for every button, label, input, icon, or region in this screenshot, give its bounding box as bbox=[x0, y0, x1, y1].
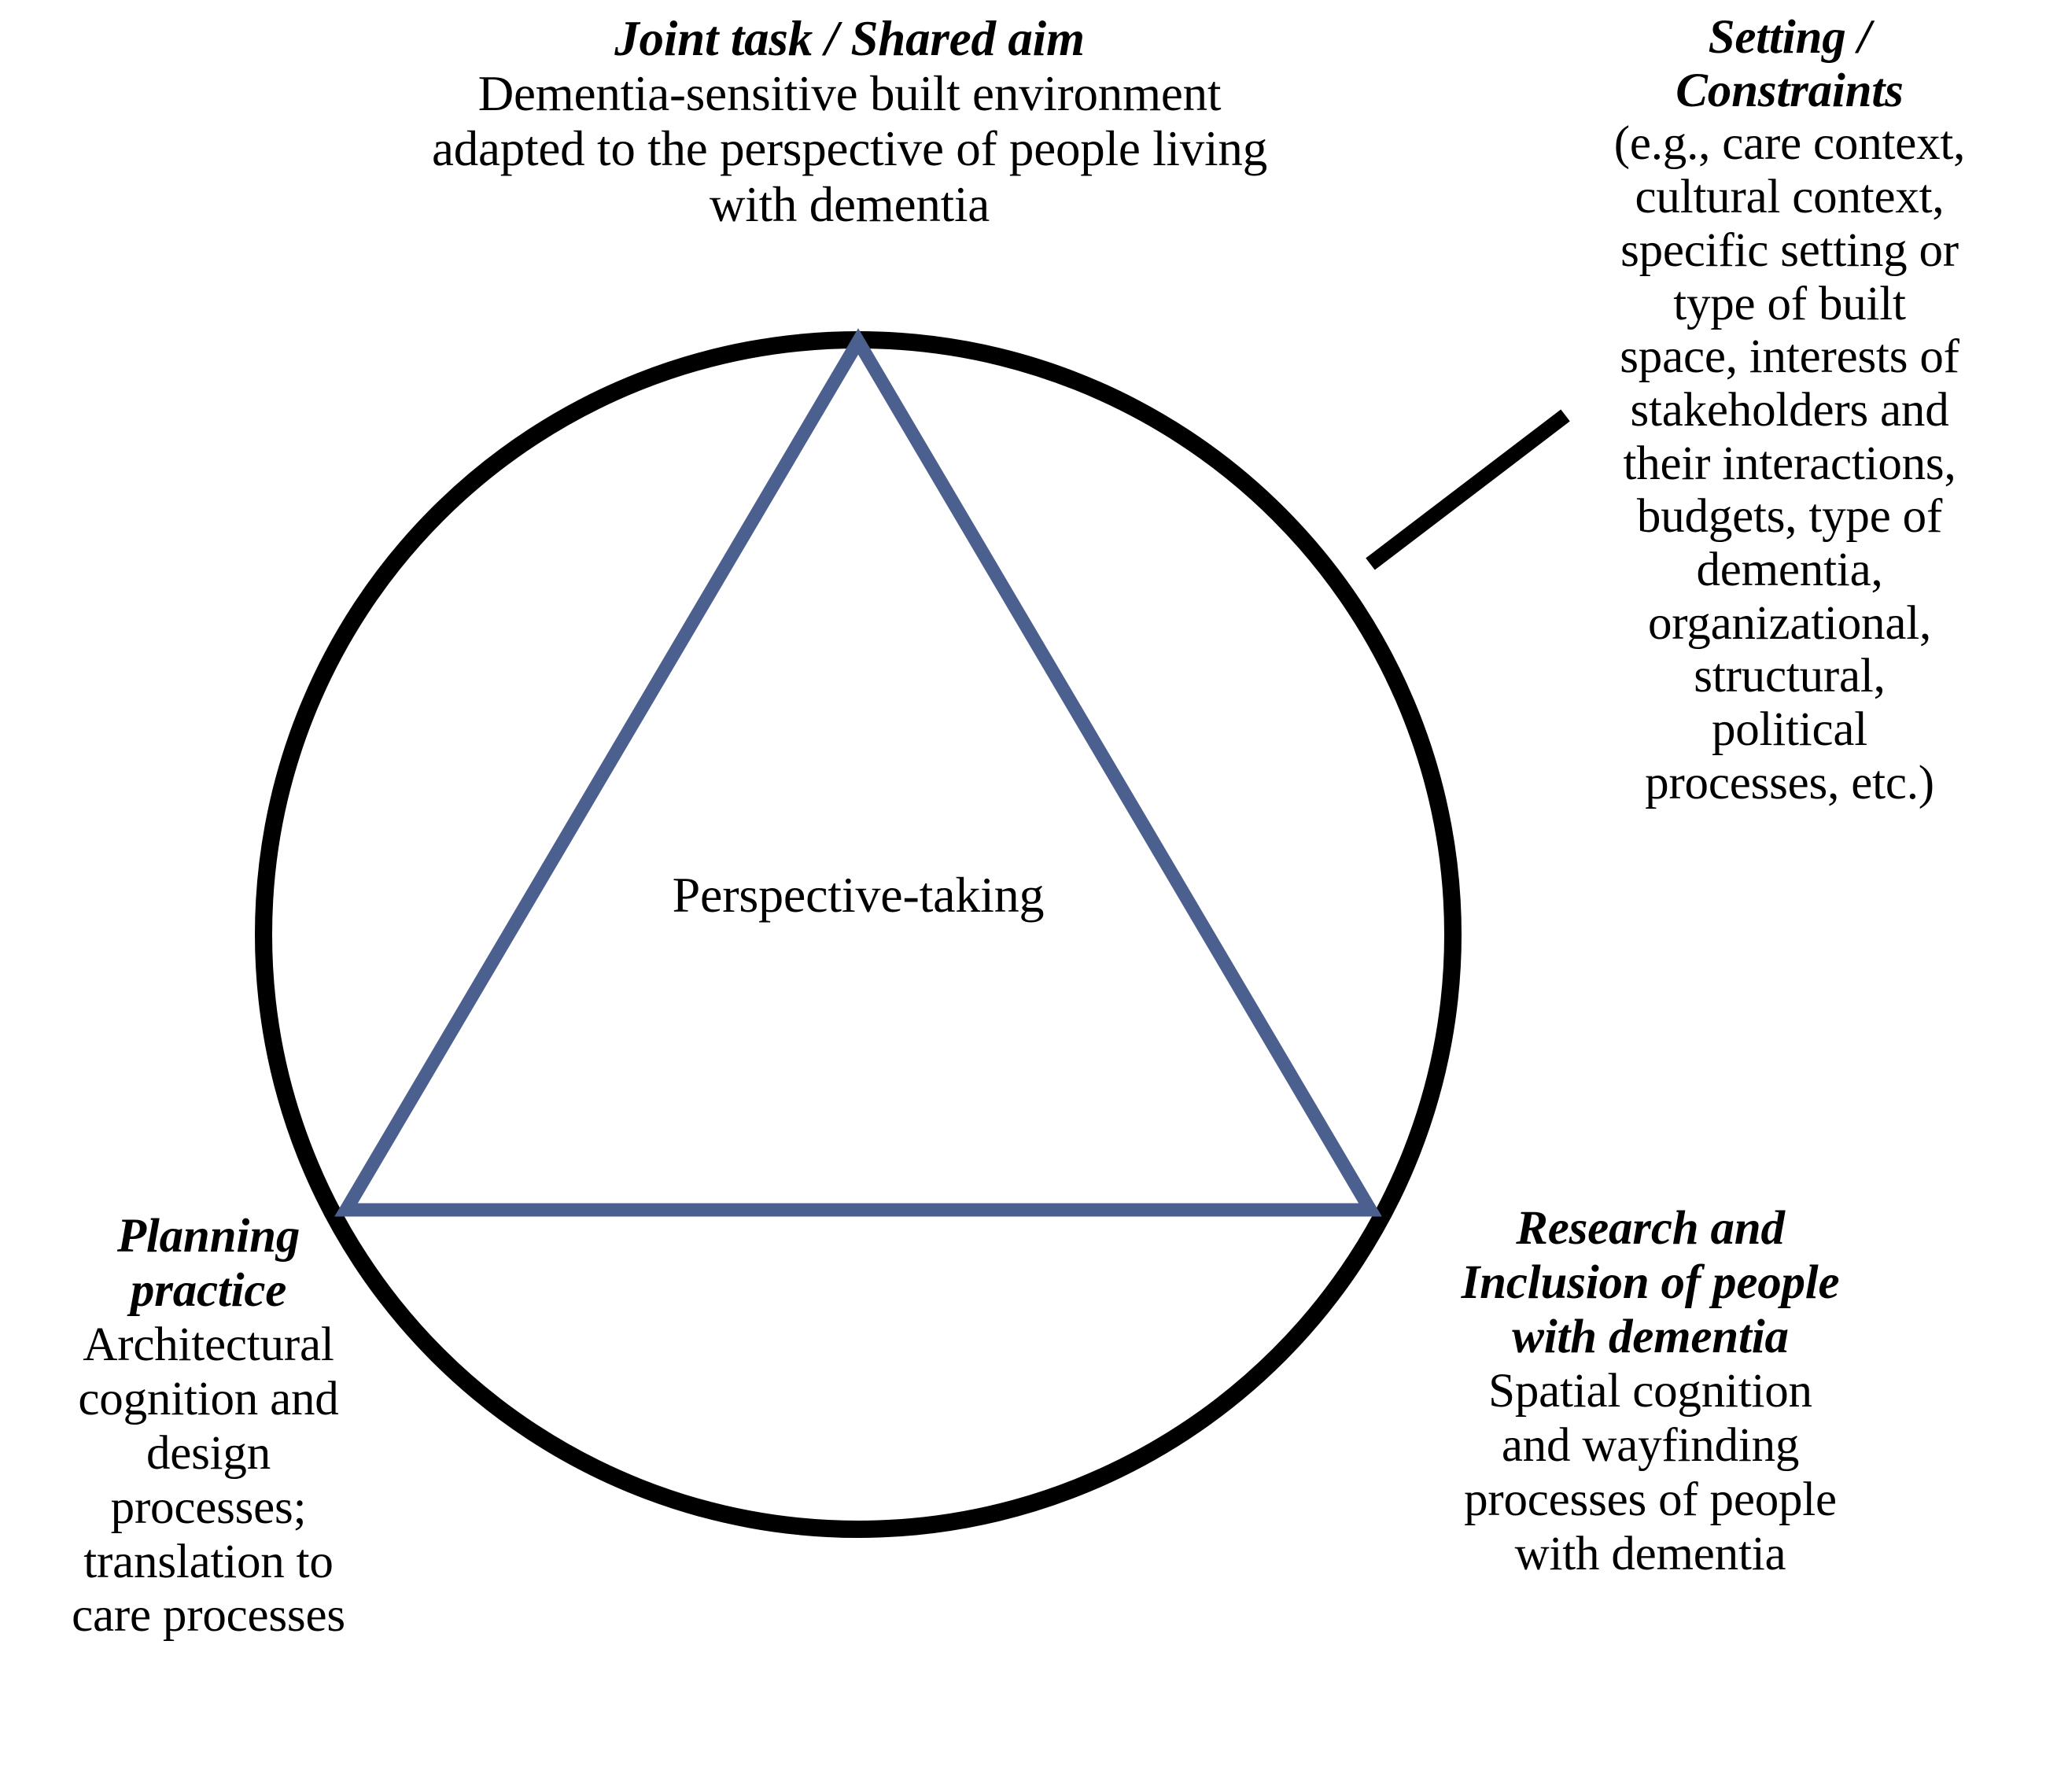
node-research-inclusion: Research and Inclusion of people with de… bbox=[1391, 1202, 1910, 1581]
node-planning-line-1: Architectural bbox=[83, 1318, 334, 1371]
node-planning-heading-line-2: practice bbox=[130, 1263, 287, 1317]
node-setting-heading-line-1: Setting / bbox=[1708, 11, 1871, 64]
node-setting-line-2: cultural context, bbox=[1635, 171, 1945, 224]
setting-leader-line bbox=[1366, 409, 1570, 570]
node-research-heading-line-3: with dementia bbox=[1512, 1310, 1789, 1363]
node-research-heading-line-1: Research and bbox=[1516, 1202, 1785, 1255]
node-joint-task-line-3: with dementia bbox=[709, 176, 990, 232]
node-setting-line-5: space, interests of bbox=[1620, 330, 1959, 384]
node-research-line-3: processes of people bbox=[1464, 1473, 1837, 1526]
node-setting-heading-line-2: Constraints bbox=[1676, 64, 1904, 117]
node-setting-line-8: budgets, type of bbox=[1636, 490, 1943, 544]
node-joint-task-heading: Joint task / Shared aim bbox=[614, 11, 1085, 66]
node-research-line-1: Spatial cognition bbox=[1488, 1364, 1812, 1418]
node-setting-line-13: processes, etc.) bbox=[1645, 756, 1934, 809]
node-setting-line-3: specific setting or bbox=[1620, 223, 1959, 277]
node-joint-task-line-2: adapted to the perspective of people liv… bbox=[431, 121, 1268, 177]
center-label: Perspective-taking bbox=[672, 867, 1045, 923]
node-joint-task-line-1: Dementia-sensitive built environment bbox=[477, 66, 1222, 122]
inner-triangle bbox=[334, 328, 1382, 1217]
node-planning-heading-line-1: Planning bbox=[116, 1210, 300, 1263]
node-setting-line-11: structural, bbox=[1694, 650, 1886, 703]
node-planning-line-4: processes; bbox=[110, 1480, 307, 1534]
node-setting-line-1: (e.g., care context, bbox=[1613, 117, 1966, 171]
node-research-line-4: with dementia bbox=[1514, 1527, 1786, 1580]
node-research-heading-line-2: Inclusion of people bbox=[1461, 1256, 1840, 1309]
node-research-line-2: and wayfinding bbox=[1501, 1418, 1800, 1472]
node-planning-line-3: design bbox=[146, 1426, 271, 1480]
node-planning-line-6: care processes bbox=[72, 1589, 345, 1643]
node-setting-line-12: political bbox=[1711, 703, 1868, 757]
node-setting-line-9: dementia, bbox=[1696, 544, 1883, 597]
node-setting-line-7: their interactions, bbox=[1623, 437, 1956, 490]
node-joint-task: Joint task / Shared aim Dementia-sensiti… bbox=[260, 11, 1440, 232]
node-planning-line-2: cognition and bbox=[78, 1372, 339, 1425]
node-setting-line-4: type of built bbox=[1673, 277, 1906, 330]
node-setting-constraints: Setting / Constraints (e.g., care contex… bbox=[1554, 11, 2026, 810]
node-planning-practice: Planning practice Architectural cognitio… bbox=[8, 1210, 409, 1643]
node-setting-line-10: organizational, bbox=[1647, 596, 1932, 650]
node-setting-line-6: stakeholders and bbox=[1630, 383, 1949, 437]
node-planning-line-5: translation to bbox=[83, 1535, 334, 1588]
outer-circle bbox=[255, 331, 1462, 1538]
